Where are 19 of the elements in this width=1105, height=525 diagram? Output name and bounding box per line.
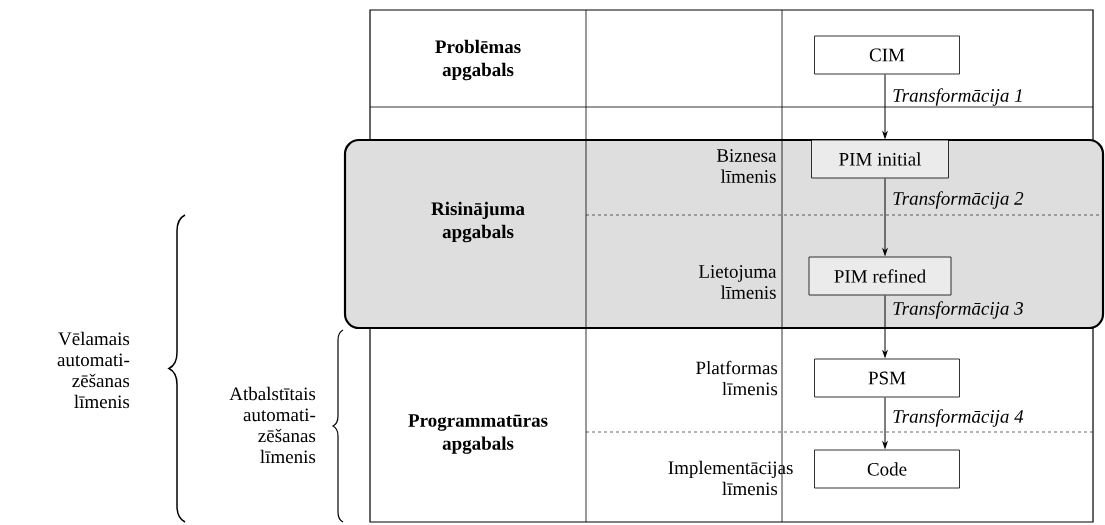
model-box: PIM initial — [811, 139, 949, 179]
arrow — [882, 177, 888, 256]
arrow — [882, 396, 888, 449]
arrow — [882, 294, 888, 358]
edge-label: Transformācija 4 — [893, 409, 1024, 427]
edge-label: Transformācija 2 — [893, 191, 1024, 209]
bracket-text: Atbalstītais automati- zēšanas līmenis — [229, 386, 316, 464]
cell-text: Platformas līmenis — [696, 360, 778, 396]
model-box: CIM — [814, 35, 960, 75]
model-box: PSM — [814, 358, 960, 398]
bracket-text: Vēlamais automati- zēšanas līmenis — [57, 331, 130, 409]
cell-text: Problēmas apgabals — [435, 39, 521, 81]
model-box: PIM refined — [808, 256, 952, 296]
cell-text: Implementācijas līmenis — [668, 460, 793, 496]
arrow — [882, 73, 888, 139]
cell-text: Programmatūras apgabals — [408, 414, 548, 454]
model-box: Code — [814, 449, 960, 489]
edge-label: Transformācija 3 — [893, 301, 1023, 319]
edge-label: Transformācija 1 — [893, 88, 1022, 106]
